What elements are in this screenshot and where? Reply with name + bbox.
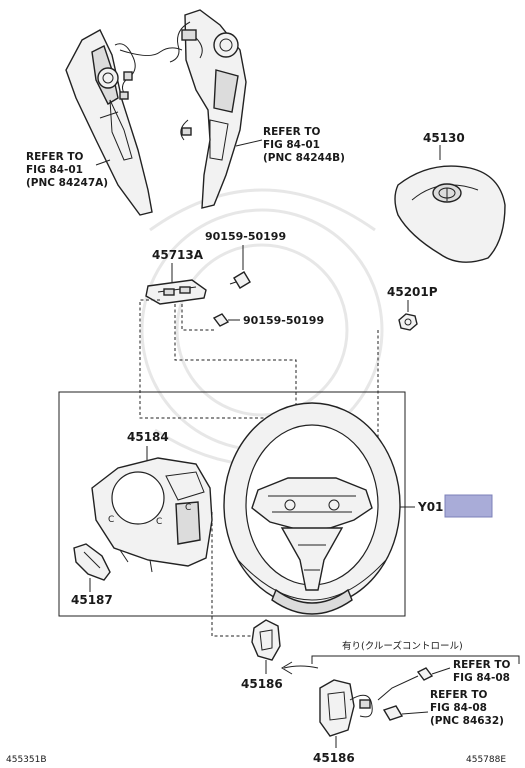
- svg-text:90159-50199: 90159-50199: [243, 314, 324, 327]
- svg-text:FIG 84-08: FIG 84-08: [430, 702, 487, 714]
- refer-right-label: REFER TO FIG 84-01 (PNC 84244B): [235, 126, 345, 164]
- svg-text:C: C: [108, 515, 114, 525]
- nut-45201P: 45201P: [387, 285, 438, 331]
- svg-text:45186: 45186: [313, 751, 355, 765]
- svg-text:45187: 45187: [71, 593, 113, 607]
- svg-text:FIG 84-01: FIG 84-01: [263, 139, 320, 151]
- refer-b-label: REFER TO FIG 84-08 (PNC 84632): [430, 689, 504, 727]
- svg-text:REFER TO: REFER TO: [263, 126, 321, 138]
- svg-text:45130: 45130: [423, 131, 465, 145]
- svg-text:(PNC 84244B): (PNC 84244B): [263, 152, 345, 164]
- y01-highlight: [444, 494, 493, 518]
- svg-text:REFER TO: REFER TO: [26, 151, 84, 163]
- svg-text:C: C: [156, 517, 162, 527]
- part-45187: 45187: [71, 543, 113, 607]
- svg-text:45713A: 45713A: [152, 248, 204, 262]
- code-left: 455351B: [6, 755, 47, 765]
- svg-text:45184: 45184: [127, 430, 169, 444]
- switch-45186-b: 45186: [313, 667, 451, 765]
- left-switch-assembly: [65, 29, 183, 216]
- svg-text:(PNC 84632): (PNC 84632): [430, 715, 504, 727]
- svg-text:FIG 84-08: FIG 84-08: [453, 672, 510, 684]
- y01-callout: Y01: [400, 494, 493, 518]
- svg-text:90159-50199: 90159-50199: [205, 230, 286, 243]
- bolt-top: 90159-50199: [205, 230, 286, 289]
- svg-text:45201P: 45201P: [387, 285, 438, 299]
- cruise-control-group: 有り(クルーズコントロール): [311, 640, 520, 664]
- code-right: 455788E: [466, 755, 506, 765]
- direction-arrow: [281, 661, 319, 675]
- bracket-45713A: 45713A: [145, 248, 207, 305]
- main-frame: [58, 391, 406, 617]
- svg-text:REFER TO: REFER TO: [430, 689, 488, 701]
- switch-45186-a: 45186: [241, 619, 283, 691]
- svg-text:(PNC 84247A): (PNC 84247A): [26, 177, 108, 189]
- svg-text:45186: 45186: [241, 677, 283, 691]
- refer-left-label: REFER TO FIG 84-01 (PNC 84247A): [26, 151, 111, 189]
- airbag-45130: 45130: [394, 131, 506, 263]
- svg-text:FIG 84-01: FIG 84-01: [26, 164, 83, 176]
- svg-text:Y01: Y01: [417, 500, 443, 514]
- svg-text:有り(クルーズコントロール): 有り(クルーズコントロール): [342, 640, 463, 652]
- steering-wheel: [223, 402, 401, 615]
- bolt-mid: 90159-50199: [212, 313, 324, 327]
- refer-a-label: REFER TO FIG 84-08: [453, 659, 511, 684]
- svg-text:REFER TO: REFER TO: [453, 659, 511, 671]
- dashed-leader-45186: [211, 512, 254, 637]
- right-switch-assembly: [169, 9, 247, 209]
- svg-text:C: C: [185, 503, 191, 513]
- cover-45184: 45184 C C C: [91, 430, 213, 573]
